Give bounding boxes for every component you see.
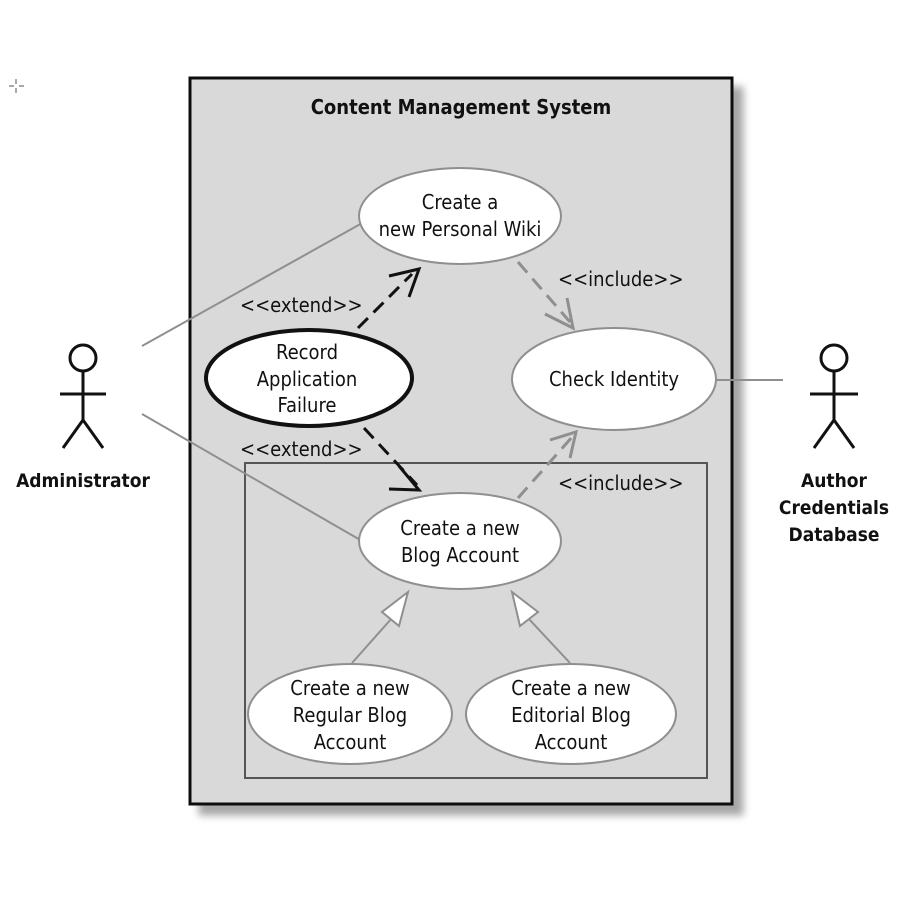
extend-arrowhead bbox=[388, 266, 422, 298]
extend-failure-wiki bbox=[356, 272, 414, 330]
use-case-label: Create a new bbox=[511, 676, 630, 700]
stick-figure-icon bbox=[810, 343, 858, 449]
actor-administrator: Administrator bbox=[16, 343, 150, 492]
use-case-record-failure: Record Application Failure bbox=[204, 328, 414, 428]
use-case-label: Regular Blog bbox=[293, 703, 407, 727]
actor-label: Database bbox=[789, 524, 880, 546]
generalization-arrowhead bbox=[380, 589, 410, 628]
crosshair-cursor-icon bbox=[9, 79, 24, 93]
extend-label-bottom: <<extend>> bbox=[240, 437, 363, 461]
include-label-top: <<include>> bbox=[558, 267, 684, 291]
use-case-label: Check Identity bbox=[549, 367, 679, 391]
use-case-check-identity: Check Identity bbox=[511, 327, 717, 431]
include-blog-check-identity bbox=[516, 435, 575, 499]
blog-package-boundary bbox=[244, 462, 708, 779]
use-case-label: Failure bbox=[278, 393, 337, 417]
use-case-regular-blog: Create a new Regular Blog Account bbox=[247, 663, 453, 765]
generalization-editorial-blog bbox=[527, 617, 571, 664]
use-case-label: Create a bbox=[422, 190, 498, 214]
use-case-editorial-blog: Create a new Editorial Blog Account bbox=[465, 663, 677, 765]
generalization-arrowhead bbox=[510, 589, 540, 628]
actor-author-credentials-database: Author Credentials Database bbox=[779, 343, 889, 546]
use-case-label: Account bbox=[314, 730, 387, 754]
include-wiki-check-identity bbox=[516, 261, 572, 323]
use-case-label: Create a new bbox=[400, 516, 519, 540]
association-administrator-wiki bbox=[141, 221, 365, 347]
stick-figure-icon bbox=[60, 343, 106, 449]
extend-label-top: <<extend>> bbox=[240, 293, 363, 317]
association-administrator-blog bbox=[141, 413, 363, 542]
use-case-create-wiki: Create a new Personal Wiki bbox=[358, 167, 562, 265]
use-case-create-blog: Create a new Blog Account bbox=[358, 492, 562, 590]
actor-label: Administrator bbox=[16, 470, 150, 492]
actor-label: Credentials bbox=[779, 497, 889, 519]
include-label-bottom: <<include>> bbox=[558, 471, 684, 495]
include-arrowhead bbox=[549, 429, 579, 459]
system-title: Content Management System bbox=[311, 95, 612, 119]
use-case-label: Blog Account bbox=[401, 543, 519, 567]
use-case-label: Record bbox=[276, 340, 338, 364]
extend-failure-blog bbox=[362, 426, 419, 487]
use-case-label: Application bbox=[257, 367, 358, 391]
use-case-label: Editorial Blog bbox=[511, 703, 631, 727]
use-case-label: Create a new bbox=[290, 676, 409, 700]
include-arrowhead bbox=[544, 297, 576, 331]
generalization-regular-blog bbox=[351, 617, 393, 664]
use-case-label: new Personal Wiki bbox=[379, 217, 542, 241]
use-case-label: Account bbox=[535, 730, 608, 754]
actor-label: Author bbox=[801, 470, 867, 492]
extend-arrowhead bbox=[388, 465, 423, 492]
